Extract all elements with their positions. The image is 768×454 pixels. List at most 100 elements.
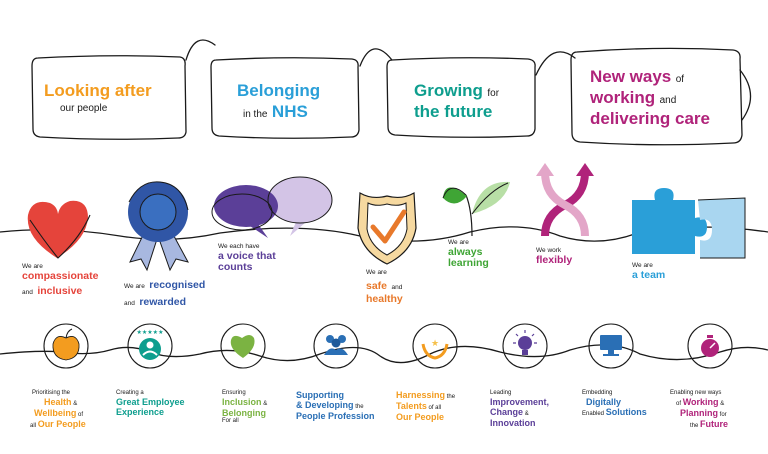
theme-8-e: Planning — [680, 407, 718, 418]
shield-check-icon — [357, 191, 417, 265]
lightbulb-gear-icon — [513, 330, 537, 355]
theme-4-c: & Developing — [296, 400, 354, 411]
promise-1-pre: We are — [22, 263, 43, 270]
pillar-4-of: of — [675, 74, 685, 85]
promise-5-line1: always — [448, 245, 483, 258]
theme-circle-2 — [127, 323, 173, 369]
theme-7-label: Embedding Digitally Enabled Solutions — [582, 390, 647, 418]
promise-7-label: We are a team — [632, 262, 665, 281]
heart-icon — [230, 335, 255, 358]
theme-6-a: Leading — [490, 390, 512, 396]
heart-icon — [27, 200, 91, 259]
theme-7-c: Enabled — [582, 411, 605, 418]
promise-1-line1: compassionate — [22, 269, 99, 282]
rosette-icon — [128, 181, 189, 272]
pillar-box-3 — [359, 48, 536, 138]
promise-4-mid: and — [391, 283, 403, 291]
promise-2-line1: recognised — [149, 279, 206, 291]
theme-1-d: Wellbeing — [34, 407, 77, 418]
seedling-icon — [442, 181, 510, 237]
promise-4-pre: We are — [366, 269, 387, 276]
theme-circle-5 — [412, 323, 458, 369]
pillar-2-text: Belonging in the NHS — [237, 82, 320, 122]
theme-circle-7 — [588, 323, 634, 369]
theme-3-label: Ensuring Inclusion & Belonging For all — [222, 390, 267, 425]
theme-2-a: Creating a — [116, 390, 144, 396]
promise-6-label: We work flexibly — [536, 247, 573, 266]
theme-3-e: For all — [222, 418, 239, 425]
theme-circle-1 — [43, 323, 89, 369]
pillar-box-2 — [210, 57, 360, 139]
theme-3-b: Inclusion — [222, 396, 262, 407]
theme-3-a: Ensuring — [222, 390, 246, 396]
promise-4-label: We are safe and healthy — [366, 269, 403, 305]
pillar-4-line1: New ways — [590, 67, 672, 86]
theme-6-c: Change — [490, 407, 524, 418]
theme-2-b: Great Employee — [116, 396, 185, 407]
theme-8-c: Working — [682, 396, 719, 407]
theme-8-f: for — [719, 411, 727, 418]
theme-5-label: Harnessing the Talents of all Our People — [396, 390, 455, 422]
theme-1-e: of — [78, 411, 84, 418]
pillar-2-title: Belonging — [237, 81, 321, 100]
promise-3-line1: a voice that — [218, 249, 276, 262]
theme-1-label: Prioritising the Health & Wellbeing of a… — [30, 390, 86, 430]
theme-5-e: of all — [428, 404, 442, 411]
theme-6-d: & — [524, 411, 529, 418]
theme-7-b: Digitally — [586, 396, 622, 407]
promise-2-pre: We are — [124, 283, 145, 290]
pillar-4-line3: delivering care — [590, 108, 711, 128]
theme-8-d: & — [720, 400, 725, 407]
svg-text:★★★★★: ★★★★★ — [137, 329, 164, 336]
stopwatch-icon — [701, 335, 719, 357]
theme-1-f: all — [30, 422, 37, 429]
theme-4-b: Supporting — [296, 390, 344, 400]
theme-7-a: Embedding — [582, 390, 613, 396]
theme-2-label: Creating a Great Employee Experience — [116, 390, 185, 418]
pillar-3-text: Growing for the future — [414, 82, 499, 121]
pillar-2-nhs: NHS — [271, 101, 308, 121]
theme-3-c: & — [263, 400, 268, 407]
promise-5-line2: learning — [448, 256, 489, 269]
arrows-helix-icon — [536, 163, 594, 237]
apple-icon — [52, 328, 80, 361]
theme-6-b: Improvement, — [490, 396, 550, 407]
theme-8-b: of — [676, 400, 682, 407]
pillar-box-1 — [31, 39, 216, 140]
pillar-3-title: Growing — [414, 81, 483, 100]
promise-4-line2: healthy — [366, 292, 403, 305]
pillar-box-4 — [535, 47, 752, 146]
pillar-1-text: Looking after our people — [44, 82, 152, 114]
promise-1-mid: and — [22, 288, 33, 296]
promise-5-pre: We are — [448, 239, 469, 246]
theme-4-e: People Profession — [296, 411, 375, 422]
puzzle-icon — [632, 188, 746, 259]
theme-3-d: Belonging — [222, 407, 266, 418]
speech-bubbles-icon — [211, 176, 333, 238]
theme-circle-3 — [220, 323, 266, 369]
promise-1-line2: inclusive — [37, 284, 83, 297]
pillar-1-sub: our people — [60, 102, 108, 114]
theme-1-g: Our People — [37, 418, 86, 429]
theme-5-c: the — [446, 394, 456, 400]
theme-4-d: the — [355, 404, 364, 411]
theme-1-c: & — [73, 400, 78, 407]
theme-5-b: Harnessing — [396, 390, 446, 400]
pillar-4-text: New ways of working and delivering care — [590, 68, 710, 127]
theme-circle-4 — [313, 323, 359, 369]
promise-4-line1: safe — [366, 279, 388, 292]
theme-circle-8 — [687, 323, 733, 369]
promise-7-pre: We are — [632, 262, 653, 269]
promise-1-label: We are compassionate and inclusive — [22, 263, 99, 299]
pillar-3-future: the future — [414, 101, 493, 121]
promise-6-line1: flexibly — [536, 253, 573, 266]
promise-2-mid: and — [124, 299, 135, 307]
theme-1-a: Prioritising the — [32, 390, 71, 396]
theme-6-e: Innovation — [490, 418, 536, 429]
theme-circle-6 — [502, 323, 548, 369]
pillar-4-and: and — [659, 94, 677, 106]
pillar-2-sub: in the — [243, 108, 268, 120]
theme-8-h: Future — [700, 418, 729, 429]
promise-2-label: We are recognised and rewarded — [124, 276, 205, 310]
